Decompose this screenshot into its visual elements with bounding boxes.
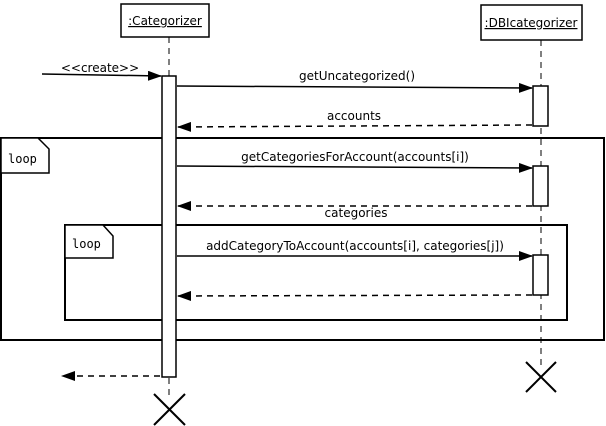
inner-loop-fragment: loop [64, 224, 568, 321]
db-activation-2 [532, 165, 549, 207]
db-activation-1 [532, 85, 549, 127]
categorizer-destroy-icon [153, 393, 186, 426]
lifeline-dbcategorizer-label: :DBIcategorizer [485, 16, 578, 30]
categories-return-label: categories [325, 206, 388, 220]
outer-loop-label: loop [8, 152, 37, 166]
inner-loop-label: loop [72, 237, 101, 251]
add-category-label: addCategoryToAccount(accounts[i], catego… [206, 239, 504, 253]
categorizer-activation [161, 75, 177, 378]
get-uncategorized-label: getUncategorized() [299, 69, 415, 83]
lifeline-dbcategorizer-head: :DBIcategorizer [480, 4, 583, 41]
get-uncategorized-arrow [176, 82, 533, 93]
add-category-return-arrow [177, 290, 533, 301]
get-categories-arrow [176, 162, 533, 173]
create-label: <<create>> [61, 61, 139, 75]
dbcategorizer-destroy-icon [525, 361, 557, 393]
accounts-return-arrow [177, 121, 533, 132]
lifeline-categorizer-label: :Categorizer [128, 14, 202, 28]
get-categories-label: getCategoriesForAccount(accounts[i]) [241, 150, 469, 164]
db-activation-3 [532, 254, 549, 296]
lifeline-categorizer-head: :Categorizer [120, 3, 210, 38]
outer-loop-fragment: loop [0, 137, 605, 341]
create-arrow [41, 70, 162, 81]
accounts-return-label: accounts [327, 109, 381, 123]
